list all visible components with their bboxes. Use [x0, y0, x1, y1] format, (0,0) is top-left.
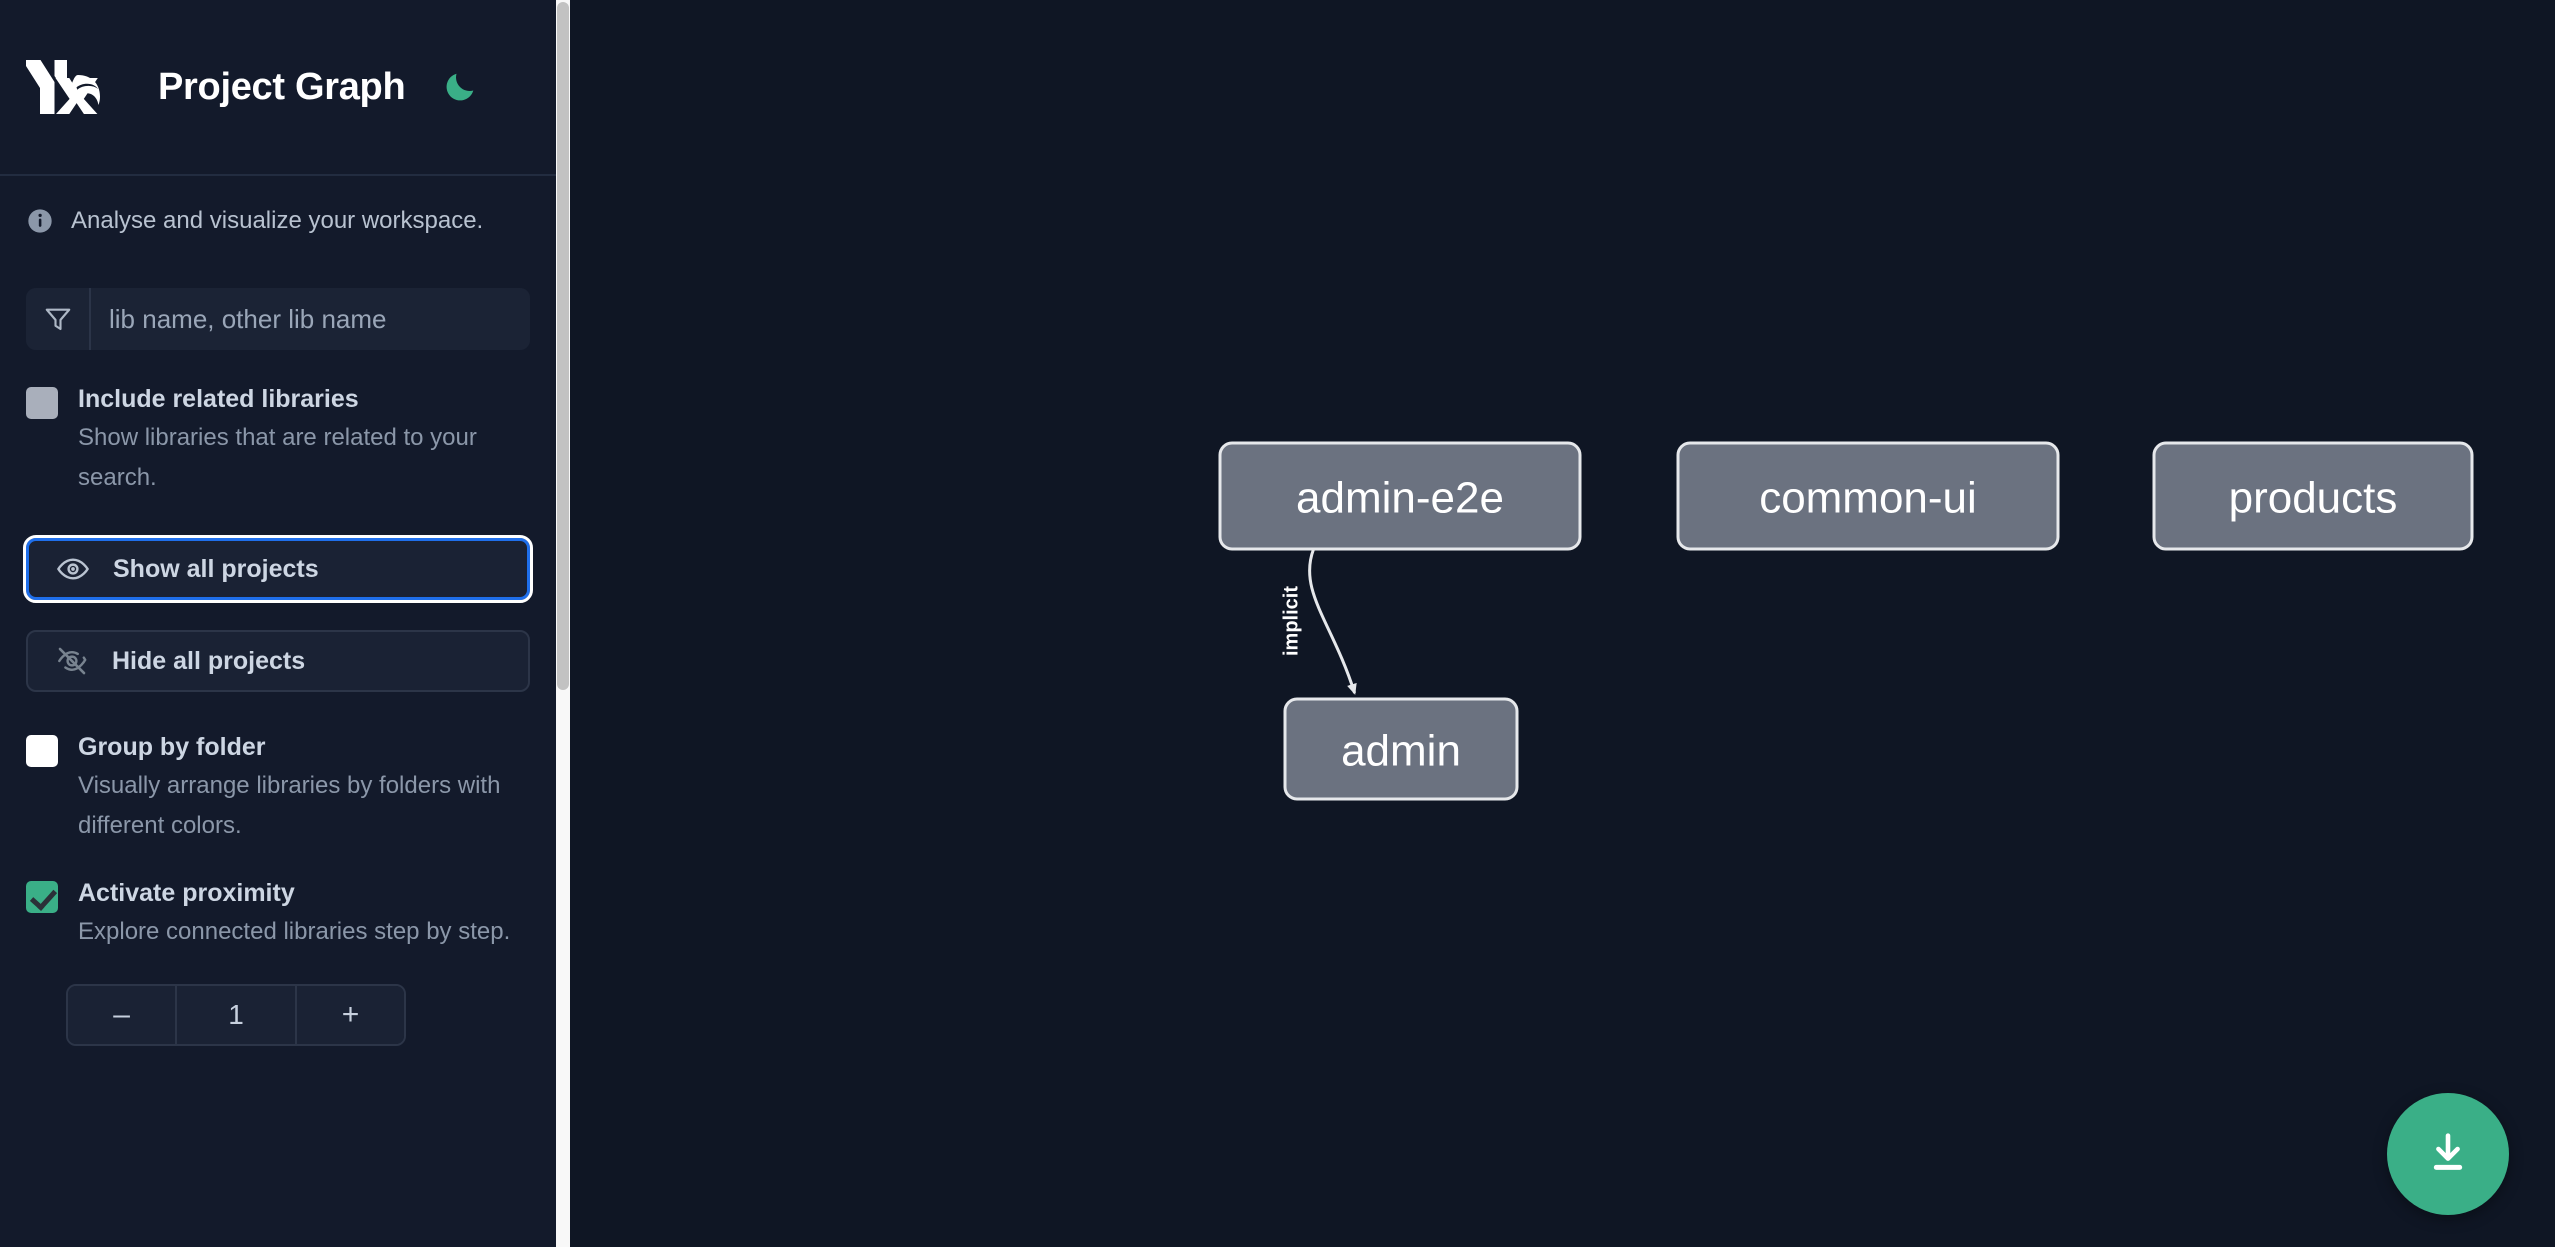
sidebar-body: Include related libraries Show libraries…	[0, 288, 556, 1046]
option-description: Explore connected libraries step by step…	[78, 918, 511, 945]
eye-off-icon	[54, 643, 90, 679]
graph-node[interactable]: admin	[1283, 697, 1519, 801]
graph-node-rect[interactable]	[1283, 697, 1519, 801]
proximity-decrement-button[interactable]: –	[68, 986, 178, 1044]
option-description: Show libraries that are related to your …	[78, 424, 477, 491]
option-label: Include related libraries	[78, 385, 359, 413]
download-icon	[2433, 1133, 2463, 1170]
graph-node[interactable]: products	[2152, 441, 2474, 551]
option-group-by-folder[interactable]: Group by folder Visually arrange librari…	[26, 732, 530, 846]
workspace-tagline: Analyse and visualize your workspace.	[0, 176, 556, 266]
project-graph-svg[interactable]: implicitimplicit admin-e2e common-ui produ…	[556, 0, 2555, 1247]
funnel-icon	[26, 288, 91, 350]
sidebar-header: Project Graph	[0, 0, 556, 176]
proximity-increment-button[interactable]: +	[294, 986, 404, 1044]
sidebar-scrollbar-track[interactable]	[556, 0, 570, 1247]
search-input[interactable]	[91, 288, 530, 350]
sidebar-scrollbar-thumb[interactable]	[557, 2, 569, 690]
hide-all-projects-label: Hide all projects	[112, 646, 306, 675]
show-all-projects-button[interactable]: Show all projects	[23, 535, 533, 603]
graph-node-rect[interactable]	[1676, 441, 2060, 551]
graph-node-label: admin	[1341, 727, 1461, 776]
info-icon	[28, 209, 52, 233]
moon-glyph	[446, 73, 474, 101]
option-label: Group by folder	[78, 733, 266, 761]
checkbox-include-related-libraries[interactable]	[26, 387, 58, 419]
graph-canvas[interactable]: implicitimplicit admin-e2e common-ui produ…	[556, 0, 2555, 1247]
show-all-projects-label: Show all projects	[113, 554, 319, 583]
graph-node-label: products	[2229, 474, 2398, 523]
eye-icon	[55, 551, 91, 587]
funnel-glyph	[45, 308, 70, 331]
tagline-text: Analyse and visualize your workspace.	[71, 207, 484, 234]
show-all-projects-wrap: Show all projects	[23, 535, 533, 603]
checkbox-group-by-folder[interactable]	[26, 735, 58, 767]
eye-off-glyph	[58, 647, 87, 675]
option-activate-proximity[interactable]: Activate proximity Explore connected lib…	[26, 878, 530, 952]
checkbox-activate-proximity[interactable]	[26, 881, 58, 913]
option-label: Activate proximity	[78, 879, 295, 907]
graph-node-rect[interactable]	[1218, 441, 1582, 551]
graph-node[interactable]: common-ui	[1676, 441, 2060, 551]
proximity-stepper[interactable]: – 1 +	[66, 984, 406, 1046]
graph-edges: implicitimplicit	[1281, 548, 1357, 695]
hide-all-projects-button[interactable]: Hide all projects	[26, 630, 530, 692]
graph-node[interactable]: admin-e2e	[1218, 441, 1582, 551]
graph-node-label: common-ui	[1759, 474, 1977, 523]
proximity-value: 1	[177, 986, 295, 1044]
option-description: Visually arrange libraries by folders wi…	[78, 772, 501, 839]
download-graph-button[interactable]	[2387, 1093, 2509, 1215]
page-title: Project Graph	[158, 65, 406, 108]
filter-box[interactable]	[26, 288, 530, 350]
graph-node-label: admin-e2e	[1296, 474, 1504, 523]
option-include-related-libraries[interactable]: Include related libraries Show libraries…	[26, 384, 530, 498]
moon-icon[interactable]	[439, 66, 481, 108]
graph-edge[interactable]: implicit	[1281, 548, 1357, 695]
graph-nodes: admin-e2ecommon-uiproductsstore-e2eadmin…	[1218, 441, 2474, 801]
eye-glyph	[57, 558, 89, 580]
nx-logo	[26, 60, 100, 114]
hide-all-projects-wrap: Hide all projects	[26, 630, 530, 692]
sidebar: Project Graph Analyse and visualize your…	[0, 0, 556, 1247]
graph-node-rect[interactable]	[2152, 441, 2474, 551]
edge-label: implicit	[1281, 586, 1303, 656]
